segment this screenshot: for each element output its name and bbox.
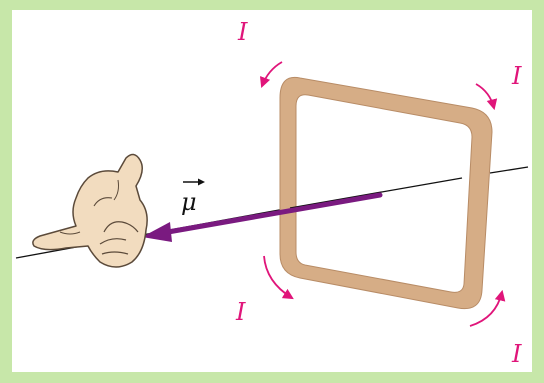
current-label-top-left: I bbox=[237, 18, 248, 46]
current-loop bbox=[279, 76, 493, 310]
current-label-top-right: I bbox=[511, 62, 522, 90]
axis-line-right bbox=[489, 166, 529, 174]
current-label-bottom-left: I bbox=[235, 298, 246, 326]
current-arrows bbox=[259, 61, 506, 327]
current-arrow-top-left bbox=[259, 61, 283, 89]
magnetic-moment-vector bbox=[142, 192, 383, 242]
current-arrow-bottom-right bbox=[469, 289, 506, 327]
current-label-bottom-right: I bbox=[511, 340, 522, 368]
current-arrow-top-right bbox=[475, 83, 498, 111]
right-hand-rule-hand-icon bbox=[32, 153, 148, 268]
axis-line-center bbox=[289, 177, 463, 209]
magnetic-moment-label: μ bbox=[181, 188, 197, 216]
current-arrow-bottom-left bbox=[263, 255, 294, 300]
mu-label-group: μ bbox=[181, 178, 205, 216]
